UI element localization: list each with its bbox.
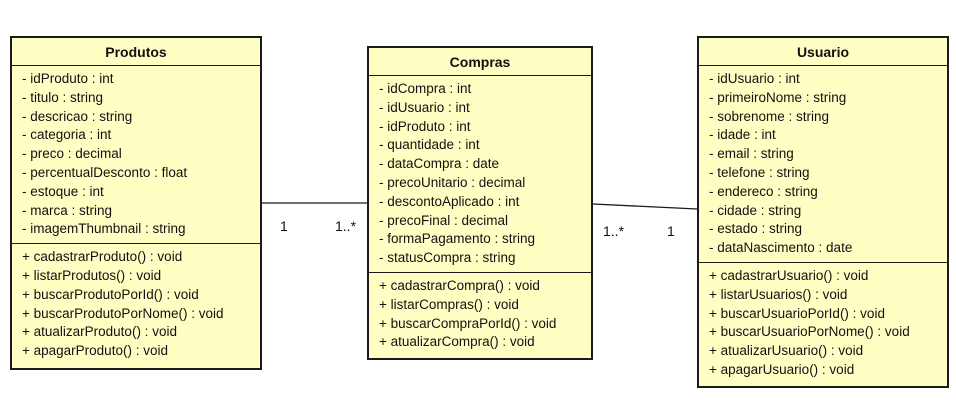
attribute: - descontoAplicado : int [379,193,520,209]
methods-section: + cadastrarProduto() : void + listarProd… [12,244,260,365]
attribute: - preco : decimal [22,146,122,162]
multiplicity-compras-right-side: 1..* [603,223,625,239]
method: + buscarProdutoPorNome() : void [22,305,224,321]
class-usuario[interactable]: Usuario - idUsuario : int - primeiroNome… [697,36,949,388]
method: + buscarUsuarioPorId() : void [709,305,885,321]
attribute: - precoUnitario : decimal [379,174,526,190]
attribute: - quantidade : int [379,137,480,153]
attributes-section: - idUsuario : int - primeiroNome : strin… [699,66,947,263]
attributes-section: - idCompra : int - idUsuario : int - idP… [369,76,591,273]
attribute: - estoque : int [22,183,104,199]
attribute: - idProduto : int [379,118,471,134]
class-title: Compras [369,48,591,76]
attribute: - primeiroNome : string [709,89,847,105]
attribute: - dataCompra : date [379,156,500,172]
attribute: - endereco : string [709,183,818,199]
method: + apagarUsuario() : void [709,361,855,377]
method: + cadastrarCompra() : void [379,277,540,293]
attribute: - formaPagamento : string [379,231,536,247]
class-compras[interactable]: Compras - idCompra : int - idUsuario : i… [367,46,593,360]
attribute: - idade : int [709,127,776,143]
class-title: Produtos [12,38,260,66]
attribute: - marca : string [22,202,113,218]
association-compras-usuario [592,203,698,210]
method: + buscarUsuarioPorNome() : void [709,324,910,340]
class-title: Usuario [699,38,947,66]
attribute: - cidade : string [709,202,802,218]
attribute: - imagemThumbnail : string [22,221,186,237]
attribute: - sobrenome : string [709,108,830,124]
method: + atualizarCompra() : void [379,334,535,350]
multiplicity-compras-left-side: 1..* [335,218,357,234]
attribute: - idProduto : int [22,71,114,86]
attribute: - statusCompra : string [379,250,516,266]
attribute: - categoria : int [22,127,112,143]
method: + atualizarUsuario() : void [709,343,864,359]
attribute: - percentualDesconto : float [22,164,188,180]
method: + cadastrarUsuario() : void [709,267,869,283]
class-produtos[interactable]: Produtos - idProduto : int - titulo : st… [10,36,262,370]
attribute: - dataNascimento : date [709,240,853,256]
attribute: - idCompra : int [379,81,472,96]
method: + atualizarProduto() : void [22,324,177,340]
methods-section: + cadastrarCompra() : void + listarCompr… [369,273,591,356]
method: + listarCompras() : void [379,296,519,312]
attribute: - estado : string [709,221,803,237]
method: + buscarProdutoPorId() : void [22,286,199,302]
attribute: - email : string [709,146,794,162]
method: + listarUsuarios() : void [709,286,848,302]
attributes-section: - idProduto : int - titulo : string - de… [12,66,260,245]
attribute: - titulo : string [22,89,104,105]
attribute: - precoFinal : decimal [379,212,509,228]
attribute: - telefone : string [709,164,810,180]
attribute: - idUsuario : int [379,99,470,115]
method: + listarProdutos() : void [22,267,162,283]
multiplicity-usuario-side: 1 [667,223,675,239]
attribute: - descricao : string [22,108,133,124]
method: + apagarProduto() : void [22,343,168,359]
attribute: - idUsuario : int [709,71,800,86]
method: + buscarCompraPorId() : void [379,315,557,331]
method: + cadastrarProduto() : void [22,249,183,265]
methods-section: + cadastrarUsuario() : void + listarUsua… [699,263,947,384]
multiplicity-produtos-side: 1 [280,218,288,234]
